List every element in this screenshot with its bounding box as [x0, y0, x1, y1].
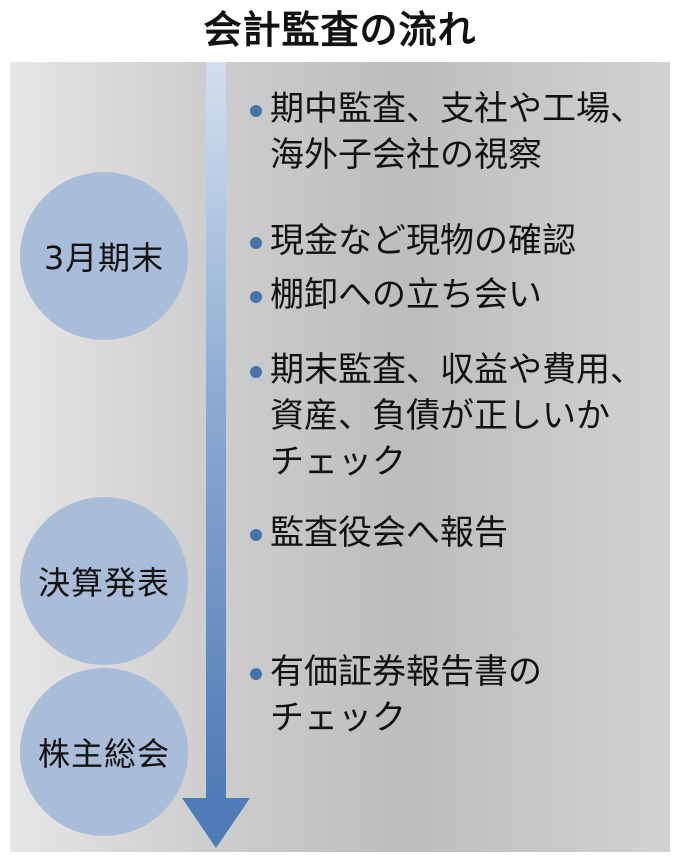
item-line: 棚卸への立ち会い	[270, 275, 542, 315]
item-line: 現金など現物の確認	[270, 221, 576, 261]
activity-item: 有価証券報告書の チェック	[250, 649, 542, 741]
bullet-icon	[250, 366, 262, 378]
timeline-arrow	[182, 62, 250, 848]
arrow-head	[182, 798, 250, 848]
item-line: 期末監査、収益や費用、	[270, 350, 644, 390]
activity-item: 現金など現物の確認	[250, 218, 576, 264]
bullet-icon	[250, 291, 262, 303]
item-line: 期中監査、支社や工場、	[270, 89, 644, 129]
bullet-icon	[250, 105, 262, 117]
stage-circle-earnings-release: 決算発表	[20, 497, 188, 665]
item-line: 有価証券報告書の	[270, 652, 542, 692]
stage-label: 決算発表	[37, 564, 170, 602]
item-line: 資産、負債が正しいか	[270, 396, 610, 436]
item-line: 海外子会社の視察	[270, 135, 542, 175]
activity-item: 棚卸への立ち会い	[250, 272, 542, 318]
stage-label: 株主総会	[37, 735, 170, 773]
arrow-shaft	[206, 62, 226, 800]
activity-item: 期末監査、収益や費用、 資産、負債が正しいか チェック	[250, 347, 644, 485]
stage-label: 3月期末	[43, 239, 165, 277]
bullet-icon	[250, 668, 262, 680]
activity-item: 期中監査、支社や工場、 海外子会社の視察	[250, 86, 644, 178]
diagram-title: 会計監査の流れ	[203, 8, 477, 52]
item-line: チェック	[270, 442, 406, 482]
bullet-icon	[250, 237, 262, 249]
item-line: チェック	[270, 698, 406, 738]
stage-circle-fiscal-year-end: 3月期末	[20, 172, 188, 340]
stage-circle-shareholders-meeting: 株主総会	[20, 668, 188, 836]
item-line: 監査役会へ報告	[270, 513, 508, 553]
activity-item: 監査役会へ報告	[250, 510, 508, 556]
bullet-icon	[250, 529, 262, 541]
